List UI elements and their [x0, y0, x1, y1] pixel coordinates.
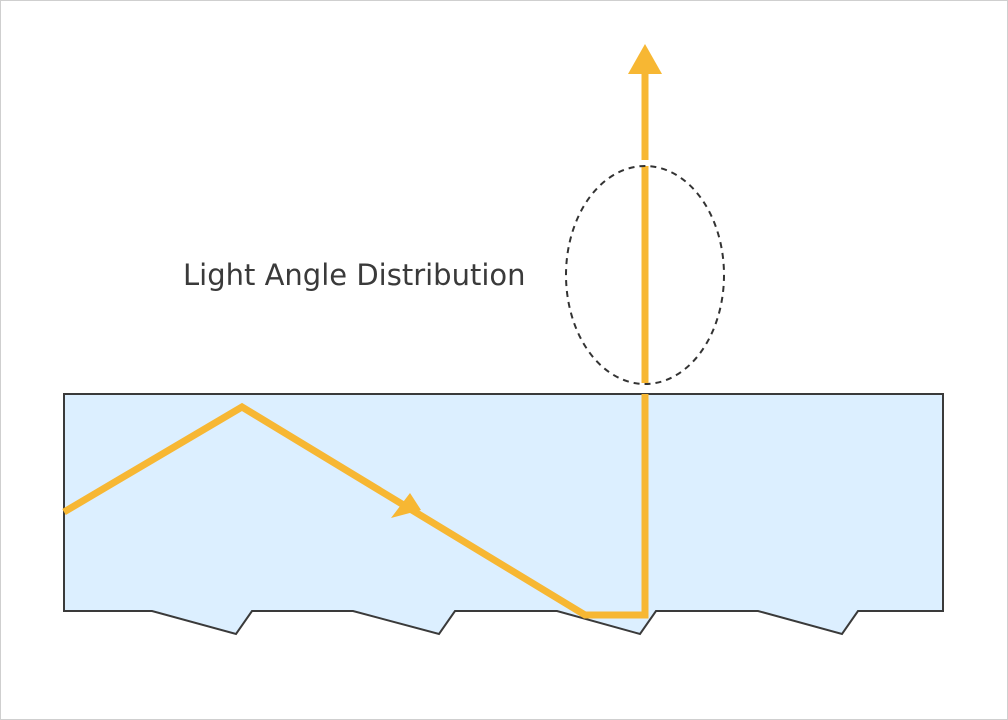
light-angle-distribution-ellipse: [565, 165, 725, 385]
light-guide-plate: [63, 393, 944, 636]
light-ray-path: [62, 394, 649, 619]
emitted-ray-arrowhead: [628, 44, 662, 74]
light-angle-distribution-label: Light Angle Distribution: [183, 258, 526, 292]
ray-direction-arrowhead: [391, 493, 421, 518]
